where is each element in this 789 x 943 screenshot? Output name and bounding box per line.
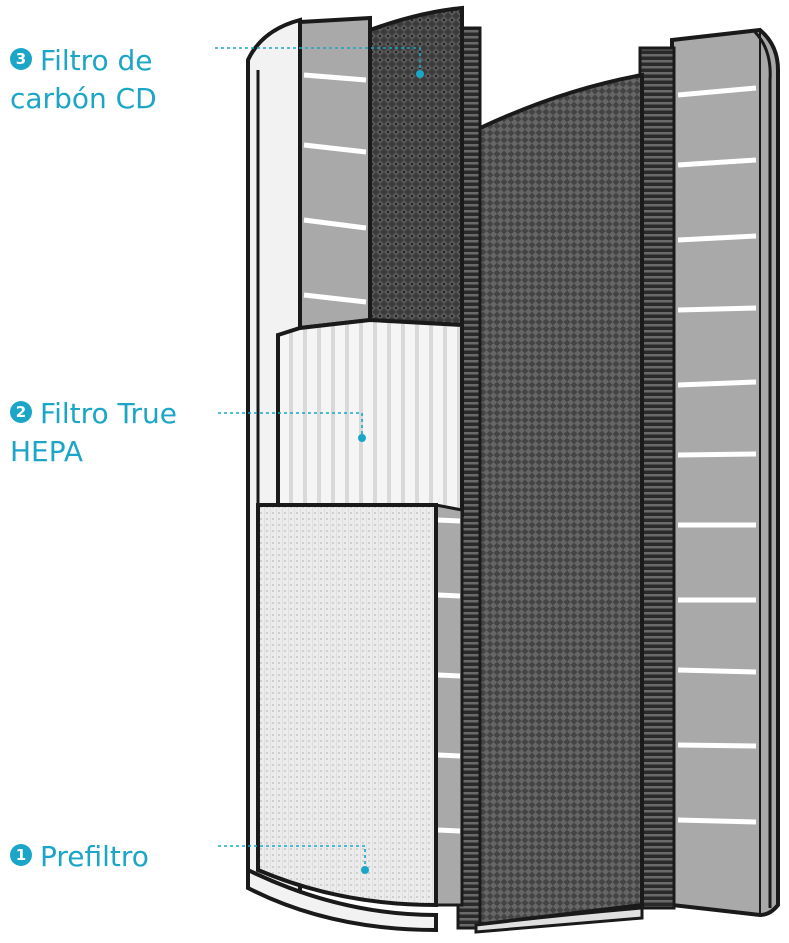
number-badge-3: 3 [10, 48, 32, 70]
number-badge-2: 2 [10, 401, 32, 423]
label-carbon-line2: carbón CD [10, 82, 157, 115]
right-frame [670, 27, 780, 918]
label-hepa-line1: Filtro True [40, 397, 178, 430]
right-carbon-pleats [638, 46, 676, 910]
base-ring [246, 866, 438, 933]
leader-hepa [218, 412, 366, 442]
inner-carbon-cylinder [474, 72, 644, 928]
mid-frame [434, 503, 464, 907]
label-prefilter: 1 Prefiltro [10, 838, 149, 876]
label-carbon-line1: Filtro de [40, 44, 153, 77]
right-frame-slats [677, 85, 757, 825]
leader-carbon [215, 47, 424, 78]
carbon-filter-layer [368, 5, 464, 328]
inner-base-ring [474, 906, 644, 934]
label-hepa-filter: 2 Filtro True HEPA [10, 395, 177, 471]
label-carbon-filter: 3 Filtro de carbón CD [10, 42, 157, 118]
prefilter-layer [256, 503, 438, 908]
label-prefilter-line1: Prefiltro [40, 840, 149, 873]
number-badge-1: 1 [10, 844, 32, 866]
label-hepa-line2: HEPA [10, 435, 83, 468]
hepa-filter-layer [276, 317, 464, 518]
upper-frame [298, 15, 372, 331]
leader-prefilter [218, 845, 369, 874]
